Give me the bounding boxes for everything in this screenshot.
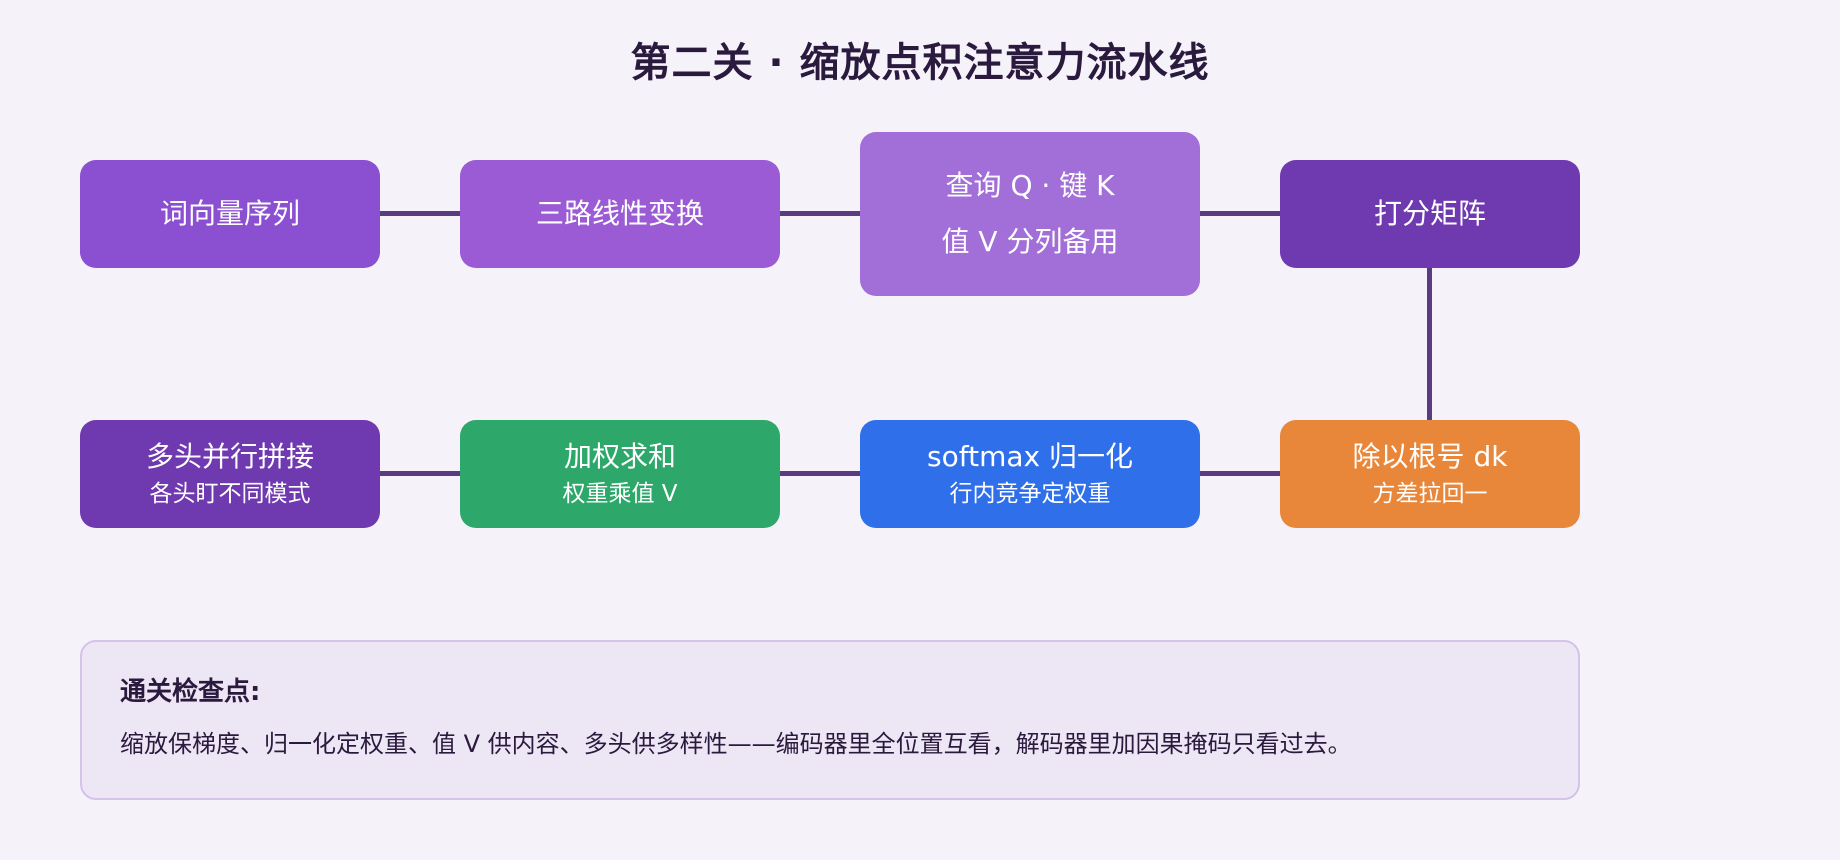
page-title: 第二关 · 缩放点积注意力流水线: [630, 40, 1210, 86]
checkpoint-box: 通关检查点: 缩放保梯度、归一化定权重、值 V 供内容、多头供多样性——编码器里…: [80, 640, 1580, 800]
node-qkv-line1: 查询 Q · 键 K: [945, 169, 1115, 202]
node-weighted: 加权求和 权重乘值 V: [460, 420, 780, 528]
connector-multihead-weighted: [380, 471, 460, 476]
node-linear: 三路线性变换: [460, 160, 780, 268]
node-multihead-label: 多头并行拼接: [145, 440, 314, 473]
node-multihead: 多头并行拼接 各头盯不同模式: [80, 420, 380, 528]
node-scores-label: 打分矩阵: [1373, 197, 1486, 230]
node-tokens-label: 词向量序列: [159, 197, 300, 230]
node-weighted-sub: 权重乘值 V: [562, 481, 678, 507]
connector-softmax-scale: [1200, 471, 1280, 476]
connector-scores-scale: [1427, 268, 1432, 420]
node-linear-label: 三路线性变换: [535, 197, 704, 230]
node-weighted-label: 加权求和: [563, 440, 676, 473]
connector-qkv-scores: [1200, 211, 1280, 216]
node-multihead-sub: 各头盯不同模式: [149, 481, 311, 507]
node-softmax-sub: 行内竞争定权重: [949, 481, 1111, 507]
checkpoint-text: 缩放保梯度、归一化定权重、值 V 供内容、多头供多样性——编码器里全位置互看，解…: [120, 730, 1352, 758]
node-scale-sub: 方差拉回一: [1372, 481, 1488, 507]
node-softmax-label: softmax 归一化: [927, 440, 1133, 473]
connector-linear-qkv: [780, 211, 860, 216]
node-scale-label: 除以根号 dk: [1352, 440, 1508, 473]
connector-weighted-softmax: [780, 471, 860, 476]
checkpoint-title: 通关检查点:: [120, 677, 261, 707]
node-softmax: softmax 归一化 行内竞争定权重: [860, 420, 1200, 528]
node-qkv-line2: 值 V 分列备用: [941, 225, 1119, 258]
connector-tokens-linear: [380, 211, 460, 216]
node-scores: 打分矩阵: [1280, 160, 1580, 268]
node-tokens: 词向量序列: [80, 160, 380, 268]
node-qkv: 查询 Q · 键 K 值 V 分列备用: [860, 132, 1200, 296]
node-scale: 除以根号 dk 方差拉回一: [1280, 420, 1580, 528]
